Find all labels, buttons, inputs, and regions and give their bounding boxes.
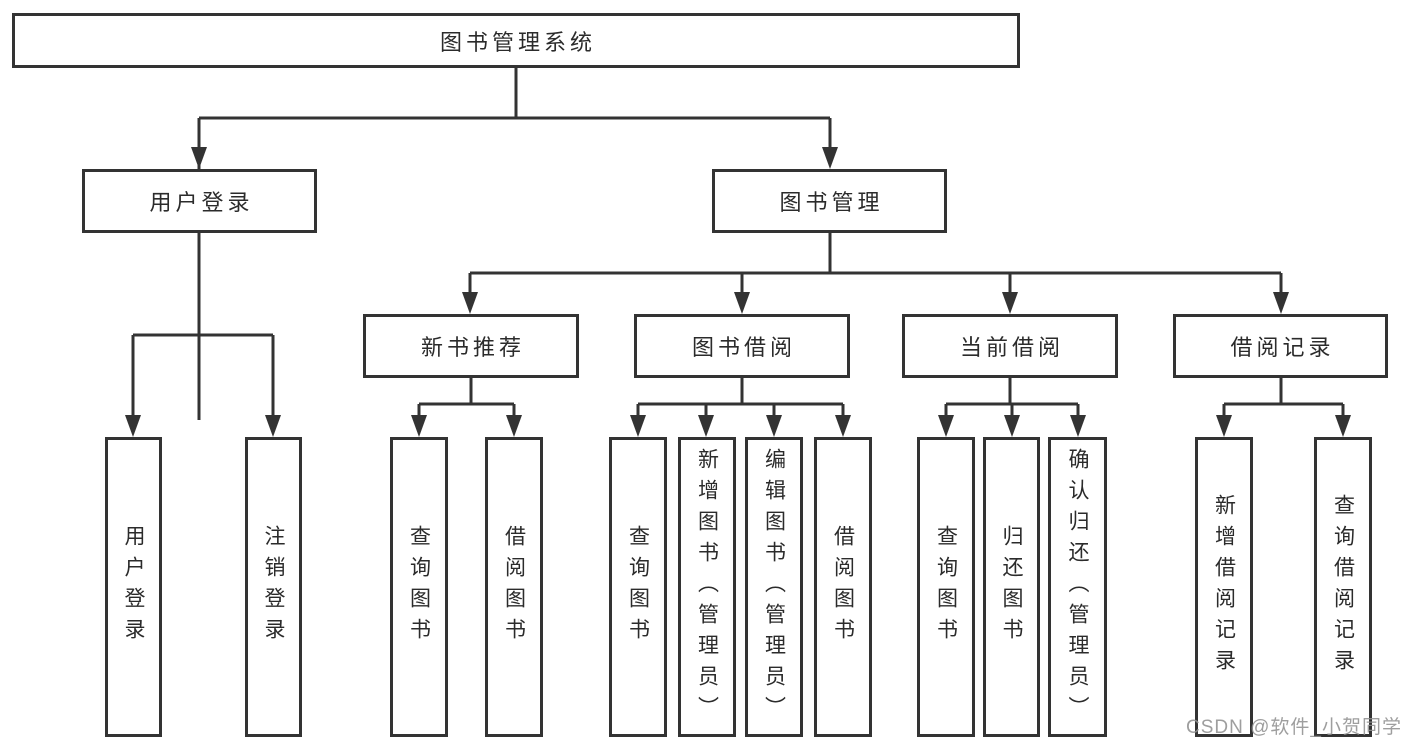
- leaf-borrow-books-2: 借阅图书: [814, 437, 872, 737]
- leaf-confirm-return-admin: 确认归还（管理员）: [1048, 437, 1107, 737]
- leaf-label: 新增图书（管理员）: [695, 447, 719, 727]
- leaf-label: 查询图书: [626, 525, 650, 649]
- node-book-management: 图书管理: [712, 169, 947, 233]
- leaf-query-books-1: 查询图书: [390, 437, 448, 737]
- leaf-logout: 注销登录: [245, 437, 302, 737]
- leaf-add-borrow-record: 新增借阅记录: [1195, 437, 1253, 737]
- node-user-login: 用户登录: [82, 169, 317, 233]
- leaf-return-books: 归还图书: [983, 437, 1040, 737]
- node-root-library-system: 图书管理系统: [12, 13, 1020, 68]
- leaf-label: 新增借阅记录: [1212, 494, 1236, 680]
- leaf-label: 查询图书: [934, 525, 958, 649]
- leaf-label: 编辑图书（管理员）: [762, 447, 786, 727]
- node-new-book-recommend: 新书推荐: [363, 314, 579, 378]
- leaf-label: 借阅图书: [502, 525, 526, 649]
- leaf-query-borrow-record: 查询借阅记录: [1314, 437, 1372, 737]
- csdn-watermark: CSDN @软件_小贺同学: [1186, 717, 1402, 738]
- leaf-label: 归还图书: [1000, 525, 1023, 649]
- leaf-query-books-3: 查询图书: [917, 437, 975, 737]
- leaf-label: 查询借阅记录: [1331, 494, 1355, 680]
- node-current-borrow: 当前借阅: [902, 314, 1118, 378]
- node-borrow-record: 借阅记录: [1173, 314, 1388, 378]
- leaf-borrow-books-1: 借阅图书: [485, 437, 543, 737]
- leaf-label: 注销登录: [262, 525, 285, 649]
- leaf-add-books-admin: 新增图书（管理员）: [678, 437, 736, 737]
- leaf-edit-books-admin: 编辑图书（管理员）: [745, 437, 803, 737]
- leaf-label: 用户登录: [122, 525, 145, 649]
- leaf-query-books-2: 查询图书: [609, 437, 667, 737]
- node-book-borrow: 图书借阅: [634, 314, 850, 378]
- leaf-user-login: 用户登录: [105, 437, 162, 737]
- leaf-label: 确认归还（管理员）: [1066, 447, 1089, 727]
- leaf-label: 借阅图书: [831, 525, 855, 649]
- arrowheads: [125, 147, 1351, 437]
- leaf-label: 查询图书: [407, 525, 431, 649]
